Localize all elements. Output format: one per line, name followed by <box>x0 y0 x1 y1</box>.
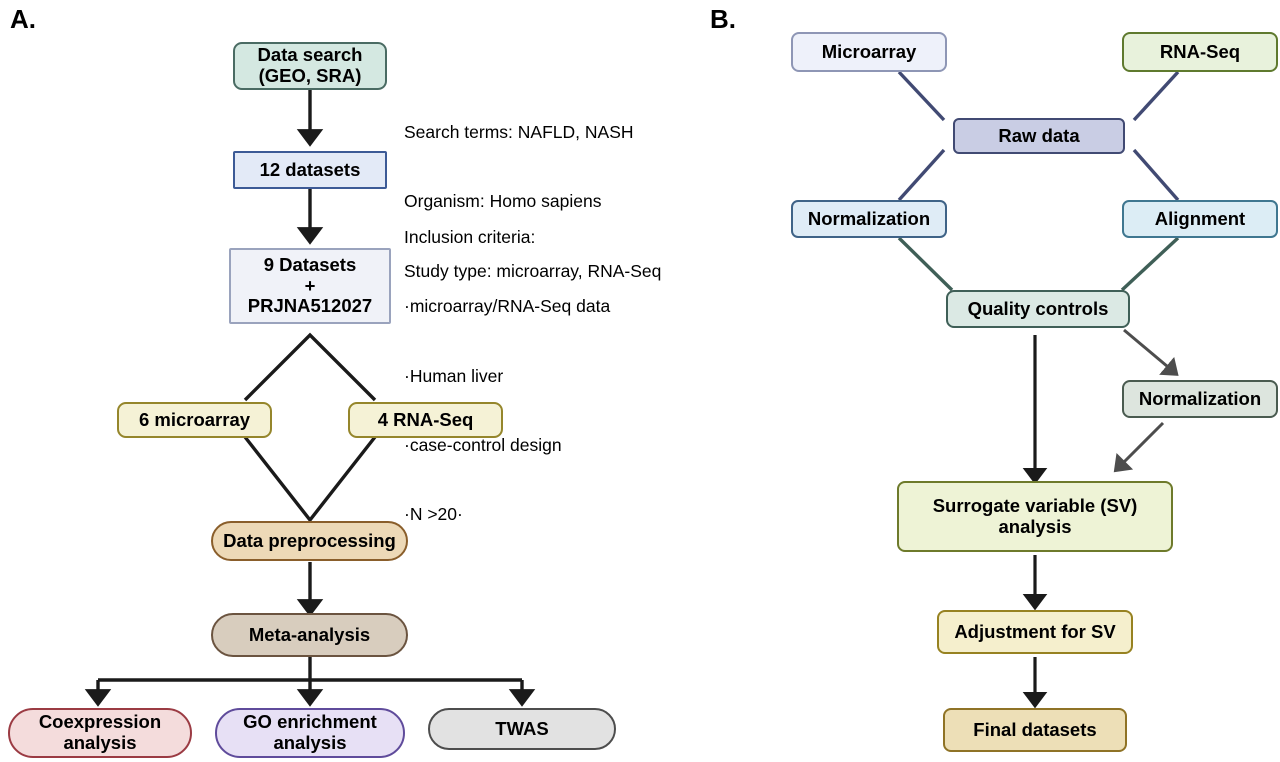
node-data-preprocessing[interactable]: Data preprocessing <box>211 521 408 561</box>
node-coexpression-analysis-label: Coexpression analysis <box>38 711 162 753</box>
node-12-datasets-label: 12 datasets <box>259 158 361 180</box>
node-6-microarray-label: 6 microarray <box>138 408 251 430</box>
connector-alignment-to-qc <box>1120 236 1180 292</box>
annotation-inclusion-line-5: ·N >20· <box>404 504 463 525</box>
node-raw-data-label: Raw data <box>998 124 1080 146</box>
node-microarray[interactable]: Microarray <box>791 32 947 72</box>
annotation-inclusion-line-1: Inclusion criteria: <box>404 227 536 248</box>
node-normalization-right[interactable]: Normalization <box>1122 380 1278 418</box>
node-raw-data[interactable]: Raw data <box>953 118 1125 154</box>
annotation-search-criteria: Search terms: NAFLD, NASH Organism: Homo… <box>404 75 661 329</box>
node-sv-analysis-label: Surrogate variable (SV) analysis <box>932 494 1138 537</box>
node-microarray-label: Microarray <box>821 40 917 62</box>
annotation-inclusion-line-3: ·Human liver <box>404 365 504 386</box>
node-meta-analysis[interactable]: Meta-analysis <box>211 613 408 657</box>
annotation-inclusion-line-2: ·microarray/RNA-Seq data <box>404 296 611 317</box>
node-final-datasets-label: Final datasets <box>973 718 1097 740</box>
panel-label-a: A. <box>10 4 36 34</box>
node-twas-label: TWAS <box>495 717 549 739</box>
node-go-enrichment-analysis[interactable]: GO enrichment analysis <box>215 708 405 758</box>
node-9-datasets[interactable]: 9 Datasets + PRJNA512027 <box>229 248 391 324</box>
connector-microarray-to-rawdata <box>897 70 946 122</box>
connector-merge-to-preprocessing <box>243 435 377 523</box>
connector-rawdata-to-alignment <box>1132 148 1180 202</box>
annotation-search-line-3: Study type: microarray, RNA-Seq <box>404 260 662 281</box>
node-rna-seq-label: RNA-Seq <box>1159 40 1241 62</box>
connector-normalization-to-qc <box>897 236 954 292</box>
arrow-normalization-right-to-svanalysis <box>1113 421 1165 473</box>
node-sv-analysis[interactable]: Surrogate variable (SV) analysis <box>897 481 1173 552</box>
node-alignment-label: Alignment <box>1154 207 1246 229</box>
connector-9datasets-split <box>243 332 377 402</box>
node-final-datasets[interactable]: Final datasets <box>943 708 1127 752</box>
node-adjustment-for-sv[interactable]: Adjustment for SV <box>937 610 1133 654</box>
node-9-datasets-label: 9 Datasets + PRJNA512027 <box>247 253 373 317</box>
annotation-inclusion-line-4: ·case-control design <box>404 435 562 456</box>
node-data-search-label: Data search (GEO, SRA) <box>257 44 363 86</box>
node-quality-controls-label: Quality controls <box>967 297 1109 319</box>
node-alignment[interactable]: Alignment <box>1122 200 1278 238</box>
node-coexpression-analysis[interactable]: Coexpression analysis <box>8 708 192 758</box>
node-normalization-left-label: Normalization <box>807 207 931 229</box>
node-normalization-left[interactable]: Normalization <box>791 200 947 238</box>
node-4-rnaseq[interactable]: 4 RNA-Seq <box>348 402 503 438</box>
node-adjustment-for-sv-label: Adjustment for SV <box>954 620 1116 642</box>
annotation-inclusion-criteria: Inclusion criteria: ·microarray/RNA-Seq … <box>404 180 610 573</box>
node-meta-analysis-label: Meta-analysis <box>248 623 371 645</box>
node-normalization-right-label: Normalization <box>1138 387 1262 409</box>
node-data-search[interactable]: Data search (GEO, SRA) <box>233 42 387 90</box>
node-rna-seq[interactable]: RNA-Seq <box>1122 32 1278 72</box>
panel-label-b: B. <box>710 4 736 34</box>
annotation-search-line-1: Search terms: NAFLD, NASH <box>404 122 634 143</box>
connector-rnaseq-to-rawdata <box>1132 70 1180 122</box>
connector-rawdata-to-normalization <box>897 148 946 202</box>
arrow-qc-to-normalization-right <box>1123 328 1179 376</box>
node-data-preprocessing-label: Data preprocessing <box>223 529 396 551</box>
node-go-enrichment-analysis-label: GO enrichment analysis <box>243 711 377 753</box>
node-twas[interactable]: TWAS <box>428 708 616 750</box>
node-4-rnaseq-label: 4 RNA-Seq <box>377 408 474 430</box>
annotation-search-line-2: Organism: Homo sapiens <box>404 191 602 212</box>
node-12-datasets[interactable]: 12 datasets <box>233 151 387 189</box>
node-6-microarray[interactable]: 6 microarray <box>117 402 272 438</box>
node-quality-controls[interactable]: Quality controls <box>946 290 1130 328</box>
